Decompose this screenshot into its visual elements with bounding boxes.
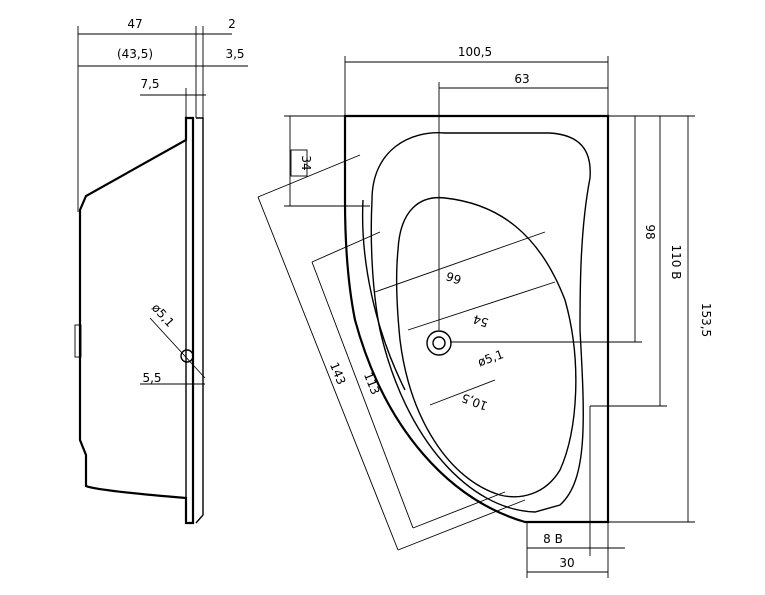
top-drain-outer (426, 330, 452, 356)
label-113: 113 (361, 370, 383, 396)
side-drain-leader (149, 317, 206, 379)
top-basin-contour (395, 196, 577, 498)
label-153-5: 153,5 (699, 303, 713, 337)
ext-113-bottom (412, 491, 506, 529)
top-rim-contour (370, 132, 591, 513)
label-47: 47 (127, 17, 142, 31)
side-rim-edge (195, 117, 204, 524)
ext-143-bottom (397, 499, 526, 551)
label-110-b: 110 B (669, 245, 683, 280)
label-66: 66 (444, 269, 463, 287)
dim-line-10-5 (429, 379, 496, 406)
label-54: 54 (471, 312, 490, 330)
label-30: 30 (559, 556, 574, 570)
dim-line-66 (374, 231, 546, 293)
side-bracket (74, 324, 82, 358)
label-43-5: (43,5) (117, 47, 153, 61)
box-34 (290, 149, 308, 177)
label-63: 63 (514, 72, 529, 86)
label-side-drain-dia: ø5,1 (149, 301, 177, 330)
label-100-5: 100,5 (458, 45, 492, 59)
label-3-5: 3,5 (225, 47, 244, 61)
dim-line-54 (407, 281, 556, 331)
label-98: 98 (643, 224, 657, 239)
label-143: 143 (327, 360, 349, 386)
ext-113-top (311, 231, 381, 263)
dim-line-143 (257, 196, 399, 551)
dim-line-113 (311, 261, 414, 529)
label-2: 2 (228, 17, 236, 31)
side-view: 47 (43,5) 7,5 2 3,5 5,5 ø5,1 (74, 17, 248, 525)
label-7-5: 7,5 (140, 77, 159, 91)
side-drain-circle (180, 349, 194, 363)
label-8-b: 8 B (543, 532, 563, 546)
label-34: 34 (299, 155, 313, 170)
ext-143-top (257, 154, 361, 198)
label-5-5: 5,5 (142, 371, 161, 385)
label-10-5: 10,5 (460, 391, 490, 413)
top-view: 100,5 63 34 66 54 ø5,1 10,5 143 113 98 1… (257, 45, 713, 578)
top-drain-inner (432, 336, 446, 350)
label-top-drain-dia: ø5,1 (476, 347, 506, 369)
top-rim-edge-left (361, 199, 406, 391)
top-outer-outline (343, 114, 610, 524)
